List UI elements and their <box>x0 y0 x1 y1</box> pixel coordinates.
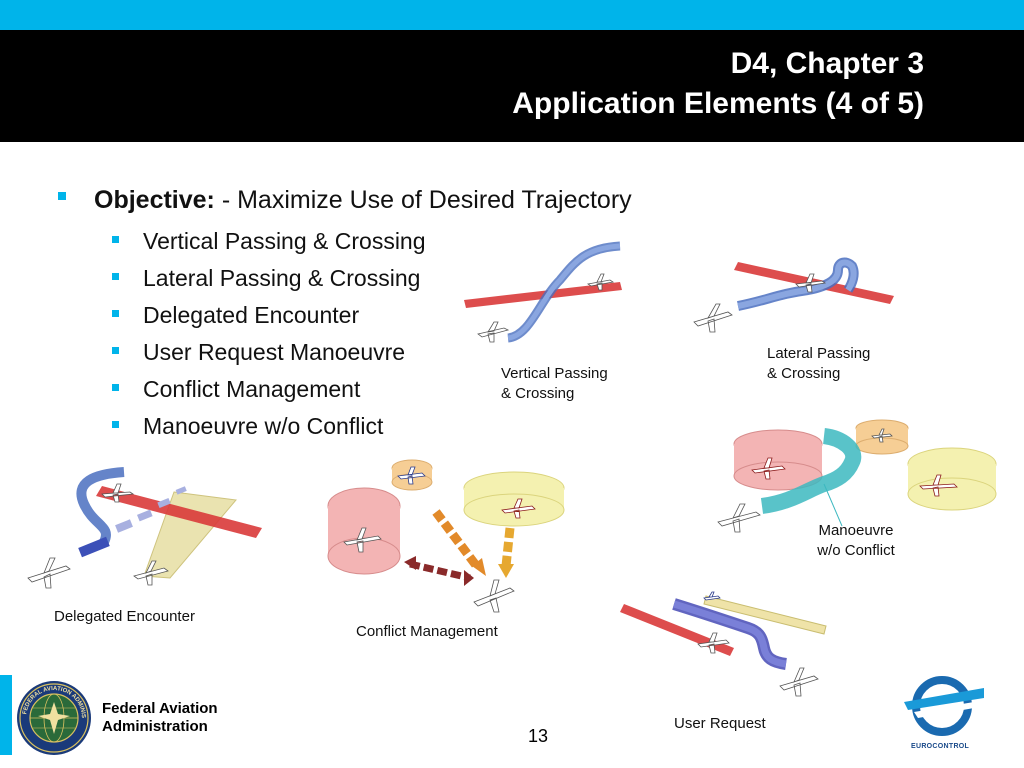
aircraft-icon <box>717 503 761 533</box>
aircraft-icon <box>779 667 819 697</box>
manoeuvre-diagram <box>717 419 997 533</box>
bullet-square-icon <box>112 347 119 355</box>
manoeuvre-caption: Manoeuvre w/o Conflict <box>817 522 895 559</box>
slide-title-line1: D4, Chapter 3 <box>730 47 924 80</box>
aircraft-icon <box>795 273 827 293</box>
aircraft-icon <box>751 457 786 480</box>
aircraft-icon <box>586 273 615 291</box>
aircraft-icon <box>703 591 721 601</box>
delegated-caption: Delegated Encounter <box>54 608 195 625</box>
bullet-square-icon <box>112 273 119 281</box>
title-bar <box>0 30 1024 142</box>
page-number: 13 <box>528 726 549 746</box>
aircraft-icon <box>101 483 135 503</box>
bullet-square-icon <box>112 310 119 318</box>
bullet-square-icon <box>112 384 119 392</box>
sub-bullet-item: Lateral Passing & Crossing <box>112 263 426 300</box>
slide-title: D4, Chapter 3 Application Elements (4 of… <box>512 44 924 124</box>
vertical-passing-diagram <box>464 241 622 343</box>
eurocontrol-logo-icon <box>904 676 984 736</box>
footer-accent-strip <box>0 675 12 755</box>
aircraft-icon <box>919 474 958 497</box>
user-request-diagram <box>620 591 827 697</box>
aircraft-icon <box>501 498 536 519</box>
aircraft-icon <box>343 527 382 553</box>
aircraft-icon <box>693 303 733 333</box>
user-request-caption: User Request <box>674 715 766 732</box>
bullet-square-icon <box>112 421 119 429</box>
lateral-passing-diagram <box>693 257 894 333</box>
objective-bullet: Objective: - Maximize Use of Desired Tra… <box>58 186 632 215</box>
aircraft-icon <box>133 560 169 586</box>
aircraft-icon <box>397 466 426 485</box>
aircraft-icon <box>697 632 730 654</box>
objective-label: Objective: <box>94 186 215 214</box>
vertical-caption: Vertical Passing & Crossing <box>501 365 608 402</box>
objective-text: - Maximize Use of Desired Trajectory <box>214 186 632 214</box>
bullet-square-icon <box>58 192 66 201</box>
conflict-caption: Conflict Management <box>356 623 498 640</box>
sub-bullet-list: Vertical Passing & Crossing Lateral Pass… <box>112 226 426 448</box>
conflict-management-diagram <box>327 459 565 613</box>
top-accent-strip <box>0 0 1024 30</box>
slide-title-line2: Application Elements (4 of 5) <box>512 87 924 120</box>
faa-name: Federal Aviation Administration <box>102 700 218 735</box>
delegated-encounter-diagram <box>27 467 262 589</box>
sub-bullet-item: User Request Manoeuvre <box>112 337 426 374</box>
sub-bullet-item: Conflict Management <box>112 374 426 411</box>
aircraft-icon <box>27 557 71 589</box>
lateral-caption: Lateral Passing & Crossing <box>767 345 871 382</box>
aircraft-icon <box>871 428 893 443</box>
aircraft-icon <box>477 321 510 343</box>
sub-bullet-item: Vertical Passing & Crossing <box>112 226 426 263</box>
bullet-square-icon <box>112 236 119 244</box>
eurocontrol-label: EUROCONTROL <box>911 743 970 750</box>
aircraft-icon <box>473 579 515 613</box>
sub-bullet-item: Delegated Encounter <box>112 300 426 337</box>
faa-seal-icon: FEDERAL AVIATION ADMINISTRATION <box>14 676 91 755</box>
sub-bullet-item: Manoeuvre w/o Conflict <box>112 411 426 448</box>
